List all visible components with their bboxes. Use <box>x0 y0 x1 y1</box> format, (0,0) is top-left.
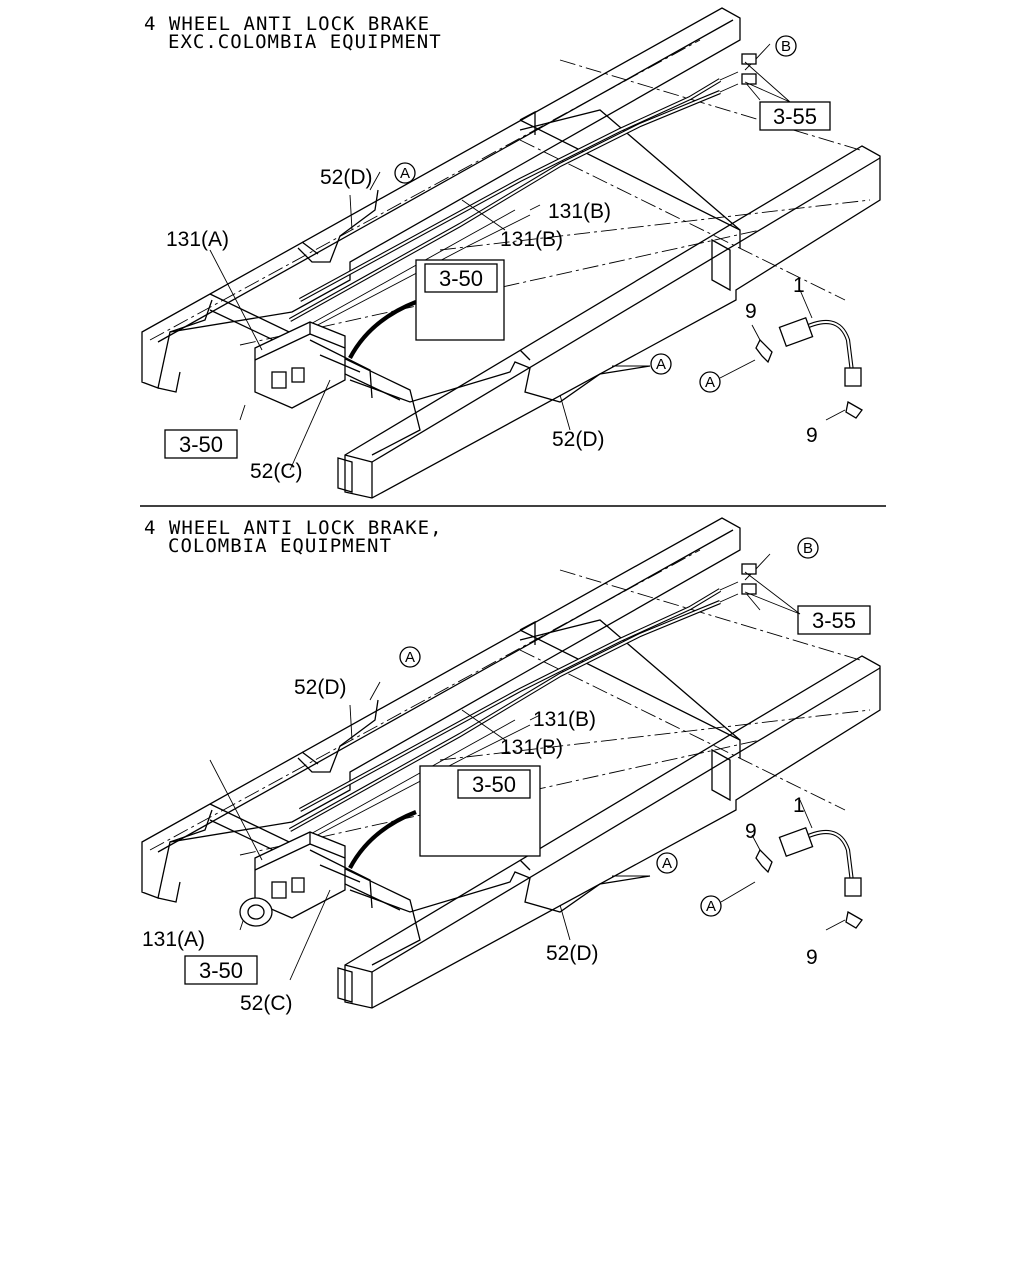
callout-a-hose-circle <box>699 371 721 393</box>
label-hose: 1 <box>793 794 805 817</box>
callout-a-upper: A <box>405 649 415 666</box>
callout-a-hose-circle <box>700 895 722 917</box>
panel-colombia: 4 WHEEL ANTI LOCK BRAKE, COLOMBIA EQUIPM… <box>142 517 880 1015</box>
label-pipe-d-lower: 52(D) <box>546 942 599 965</box>
label-clip-lower: 9 <box>806 424 818 447</box>
abs-motor-hub <box>247 904 265 920</box>
label-pipe-a: 131(A) <box>142 928 205 951</box>
panel-title-line1: 4 WHEEL ANTI LOCK BRAKE <box>144 13 430 35</box>
callout-a-upper-circle <box>394 162 416 184</box>
callout-a-right: A <box>662 855 672 872</box>
panel-title-line1: 4 WHEEL ANTI LOCK BRAKE, <box>144 517 443 539</box>
callout-a-upper: A <box>400 165 410 182</box>
callout-a-hose: A <box>706 898 716 915</box>
panel-exc-colombia: 4 WHEEL ANTI LOCK BRAKE EXC.COLOMBIA EQU… <box>142 8 880 498</box>
label-pipe-a: 131(A) <box>166 228 229 251</box>
ref-box-350-unit <box>164 429 238 459</box>
label-pipe-d-upper: 52(D) <box>320 166 373 189</box>
chassis-frame <box>142 518 880 1008</box>
callout-b: B <box>781 38 791 55</box>
ref-350-unit: 3-50 <box>179 432 223 457</box>
label-pipe-d-upper: 52(D) <box>294 676 347 699</box>
label-pipe-c: 52(C) <box>250 460 303 483</box>
ref-355: 3-55 <box>773 104 817 129</box>
callout-b-circle <box>775 35 797 57</box>
ref-box-350-unit <box>184 955 258 985</box>
chassis-frame <box>142 8 880 498</box>
label-pipe-b2: 131(B) <box>500 736 563 759</box>
label-clip-lower: 9 <box>806 946 818 969</box>
ref-box-350-inset <box>424 263 498 293</box>
ref-box-355 <box>797 605 871 635</box>
callout-a-hose: A <box>705 374 715 391</box>
callout-a-right-circle <box>656 852 678 874</box>
panel-title-line2: COLOMBIA EQUIPMENT <box>168 535 392 557</box>
label-hose: 1 <box>793 274 805 297</box>
ref-box-355 <box>759 101 831 131</box>
callout-a-right-circle <box>650 353 672 375</box>
label-clip-upper: 9 <box>745 820 757 843</box>
callout-a-upper-circle <box>399 646 421 668</box>
label-pipe-d-lower: 52(D) <box>552 428 605 451</box>
label-pipe-c: 52(C) <box>240 992 293 1015</box>
ref-box-350-inset <box>457 769 531 799</box>
callout-a-right: A <box>656 356 666 373</box>
callout-b-circle <box>797 537 819 559</box>
callout-b: B <box>803 540 813 557</box>
ref-350-inset: 3-50 <box>439 266 483 291</box>
label-pipe-b2: 131(B) <box>500 228 563 251</box>
panel-title-line2: EXC.COLOMBIA EQUIPMENT <box>168 31 442 53</box>
ref-355: 3-55 <box>812 608 856 633</box>
label-clip-upper: 9 <box>745 300 757 323</box>
ref-350-unit: 3-50 <box>199 958 243 983</box>
label-pipe-b1: 131(B) <box>548 200 611 223</box>
ref-350-inset: 3-50 <box>472 772 516 797</box>
label-pipe-b1: 131(B) <box>533 708 596 731</box>
